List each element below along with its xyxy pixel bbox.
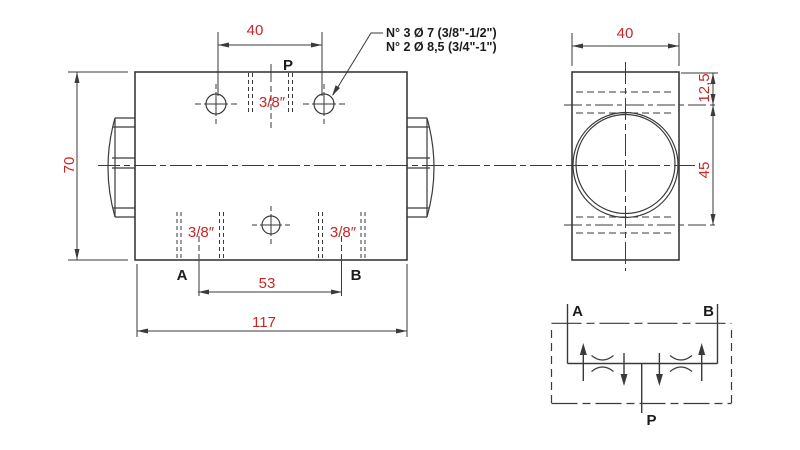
port-a: A 3/8″ [176,212,224,284]
hydraulic-schematic: A B P [550,303,733,429]
right-port-boss [407,117,435,218]
dim-port-spacing-value: 53 [259,275,276,292]
front-view: P 3/8″ A 3/8″ B 3/8″ [61,22,695,337]
dimension-height: 70 [61,71,128,261]
leader-arrow-icon [332,85,340,96]
port-p: P 3/8″ [248,57,293,128]
schematic-b-label: B [703,303,714,320]
orifice-symbol-left [591,355,614,372]
left-port-boss [107,117,135,218]
dimension-side-width: 40 [571,25,680,66]
side-view: 40 12,5 45 [564,25,718,271]
holes-annotation: N° 3 Ø 7 (3/8"-1/2") N° 2 Ø 8,5 (3/4"-1"… [332,26,497,96]
flow-up-arrow-right [698,343,706,381]
bottom-center-hole [252,206,290,244]
orifice-symbol-right [669,355,693,372]
dimension-hole-spacing: 40 [217,22,323,96]
port-b: B 3/8″ [318,212,366,284]
dim-length-value: 117 [252,314,276,331]
dimension-port-spacing: 53 [198,260,342,296]
annotation-line1: N° 3 Ø 7 (3/8"-1/2") [386,26,497,40]
dim-bore-span-value: 45 [696,162,713,179]
schematic-a-label: A [572,303,583,320]
dimension-side-right: 12,5 45 [681,72,718,225]
dimension-length: 117 [136,264,408,337]
flow-down-arrow-left [620,353,628,386]
flow-down-arrow-right [655,353,663,386]
schematic-p-label: P [646,412,656,429]
dim-hole-spacing-value: 40 [247,22,264,39]
port-b-thread: 3/8″ [330,224,357,241]
port-p-thread: 3/8″ [259,94,286,111]
flow-up-arrow-left [579,343,587,381]
bore-circle-inner [575,113,676,215]
dim-side-width-value: 40 [617,25,634,42]
port-p-label: P [283,57,293,74]
dim-height-value: 70 [61,157,78,174]
port-a-label: A [177,267,188,284]
top-right-hole [303,84,345,124]
top-left-hole [195,84,237,124]
bore-circle-outer [572,111,679,219]
dim-top-offset-value: 12,5 [696,73,713,102]
port-b-label: B [351,267,362,284]
annotation-line2: N° 2 Ø 8,5 (3/4"-1") [386,40,497,54]
port-a-thread: 3/8″ [188,224,215,241]
